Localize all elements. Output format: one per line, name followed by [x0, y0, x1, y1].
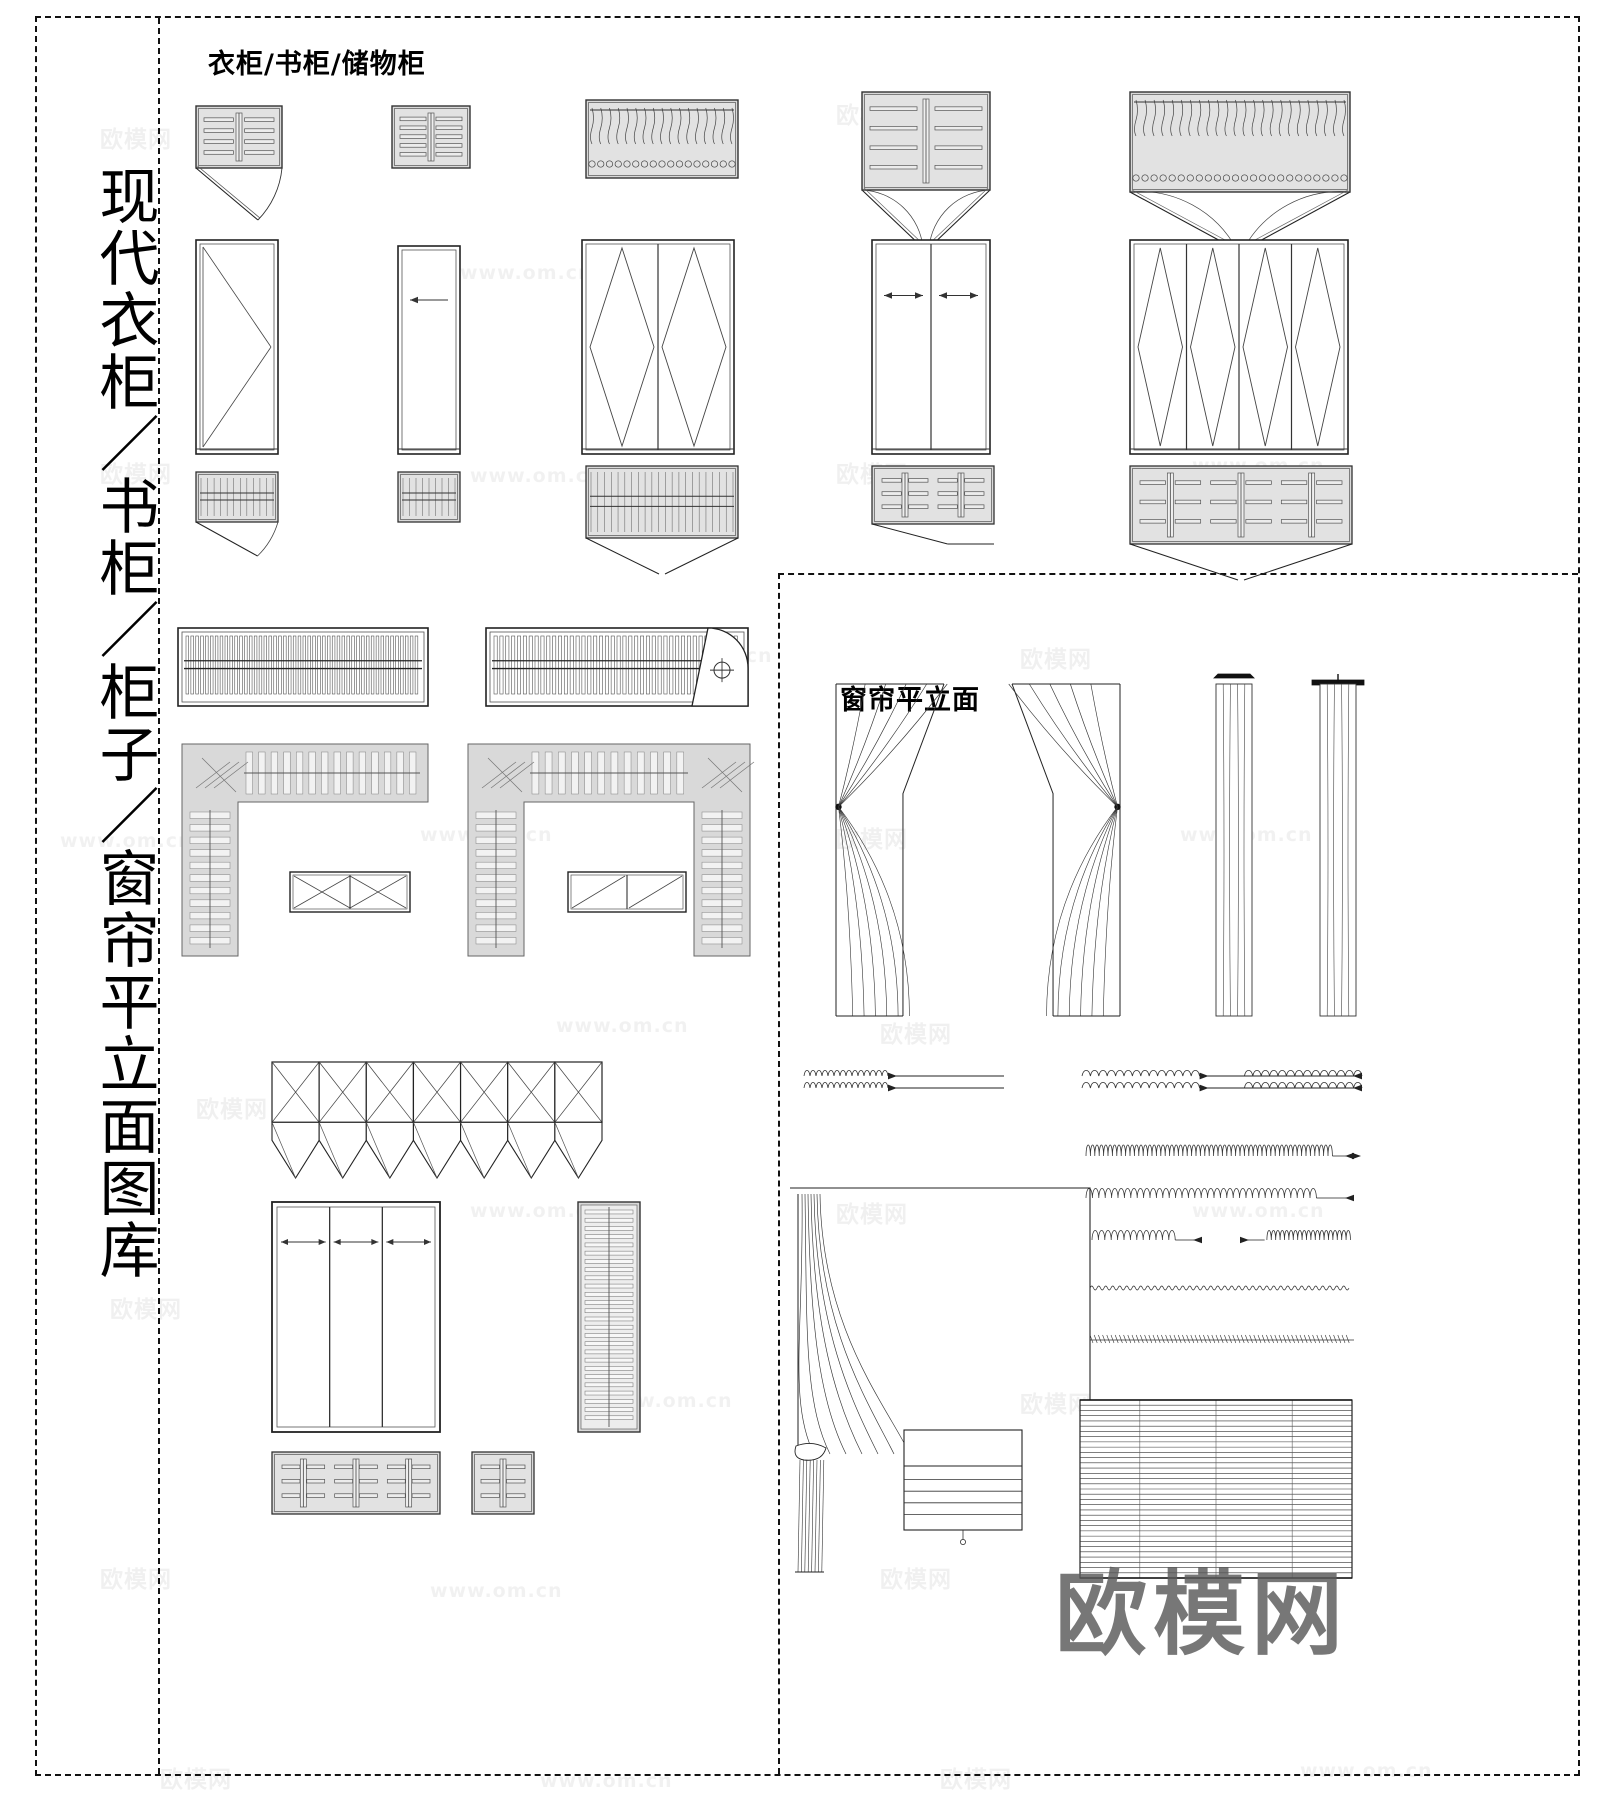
watermark-tile: www.om.cn [470, 1200, 603, 1222]
watermark-tile: 欧模网 [1020, 647, 1092, 673]
watermark-tile: 欧模网 [880, 1022, 952, 1048]
watermark-tile: www.om.cn [470, 465, 603, 487]
page-title-vertical: 现代衣柜／书柜／柜子／窗帘平立面图库 [91, 165, 157, 1281]
watermark-tile: 欧模网 [196, 1097, 268, 1123]
watermark-tile: www.om.cn [1192, 1200, 1325, 1222]
section-title-curtain: 窗帘平立面 [840, 685, 980, 716]
watermark-tile: www.om.cn [460, 262, 593, 284]
watermark-tile: www.om.cn [1300, 1760, 1433, 1782]
watermark-tile: 欧模网 [160, 1767, 232, 1793]
watermark-tile: www.om.cn [430, 1580, 563, 1602]
sheet-border [35, 16, 1580, 1776]
section-title-wardrobe: 衣柜/书柜/储物柜 [208, 49, 426, 80]
watermark-tile: 欧模网 [940, 1767, 1012, 1793]
watermark-tile: www.om.cn [556, 1015, 689, 1037]
watermark-tile: 欧模网 [110, 1297, 182, 1323]
title-column-divider [158, 18, 160, 1774]
brand-watermark-large: 欧模网 [1055, 1561, 1350, 1668]
